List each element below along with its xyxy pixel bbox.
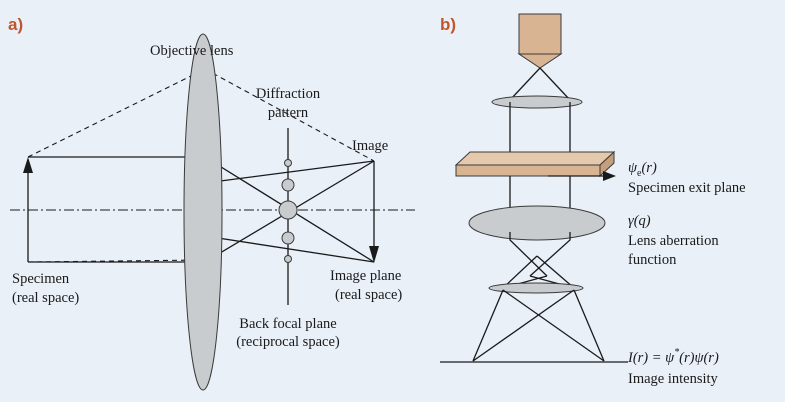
beam-converge-right <box>529 232 571 277</box>
image-plane-label-2: (real space) <box>335 287 402 303</box>
beam-converge-left <box>509 232 548 277</box>
diffraction-spot-3 <box>281 231 295 245</box>
exit-plane-arrowhead <box>603 171 616 181</box>
objective-lens-label: Objective lens <box>150 43 234 59</box>
aberration-symbol: γ(q) <box>628 213 651 229</box>
diffraction-label-2: pattern <box>268 105 309 121</box>
beam-gun-right <box>539 67 571 101</box>
diffraction-spot-center <box>278 200 298 220</box>
projector-lens <box>488 282 584 294</box>
panel-a: a) Objective lens Diffraction <box>8 15 415 391</box>
specimen-arrowhead <box>23 157 33 173</box>
ray-cross-3 <box>204 160 375 184</box>
condenser-lens <box>491 95 583 109</box>
diffraction-spot-4 <box>284 255 292 263</box>
diffraction-label-1: Diffraction <box>256 86 321 102</box>
specimen-slab <box>454 150 616 178</box>
exit-plane-label: Specimen exit plane <box>628 180 746 196</box>
electron-gun-icon <box>517 13 563 69</box>
diffraction-spot-2 <box>281 178 295 192</box>
panel-b: b) <box>440 13 746 387</box>
specimen-label-2: (real space) <box>12 290 79 306</box>
objective-lens-b <box>468 205 606 241</box>
beam-cross-d <box>536 255 575 289</box>
panel-b-tag: b) <box>440 15 456 34</box>
intensity-label: Image intensity <box>628 371 719 387</box>
beam-image-right <box>573 289 605 362</box>
back-focal-label-1: Back focal plane <box>239 316 336 332</box>
aberration-label-2: function <box>628 252 677 268</box>
beam-cross-c <box>502 255 538 289</box>
beam-gun-left <box>509 67 541 101</box>
aberration-label-1: Lens aberration <box>628 233 719 249</box>
image-label: Image <box>352 138 388 154</box>
beam-image-cross-1 <box>502 289 605 362</box>
intensity-equation: I(r) = ψ*(r)ψ(r) <box>627 347 719 366</box>
dashed-ray-top <box>27 68 206 158</box>
image-plane-label-1: Image plane <box>330 268 401 284</box>
ray-cross-4 <box>204 235 375 263</box>
diffraction-spot-1 <box>284 159 292 167</box>
panel-a-tag: a) <box>8 15 23 34</box>
back-focal-label-2: (reciprocal space) <box>236 334 340 350</box>
image-arrowhead <box>369 246 379 263</box>
objective-lens <box>183 33 223 391</box>
specimen-label-1: Specimen <box>12 271 70 287</box>
exit-wave-symbol: ψe(r) <box>628 160 657 179</box>
beam-image-cross-2 <box>472 289 575 362</box>
beam-image-left <box>472 289 504 362</box>
